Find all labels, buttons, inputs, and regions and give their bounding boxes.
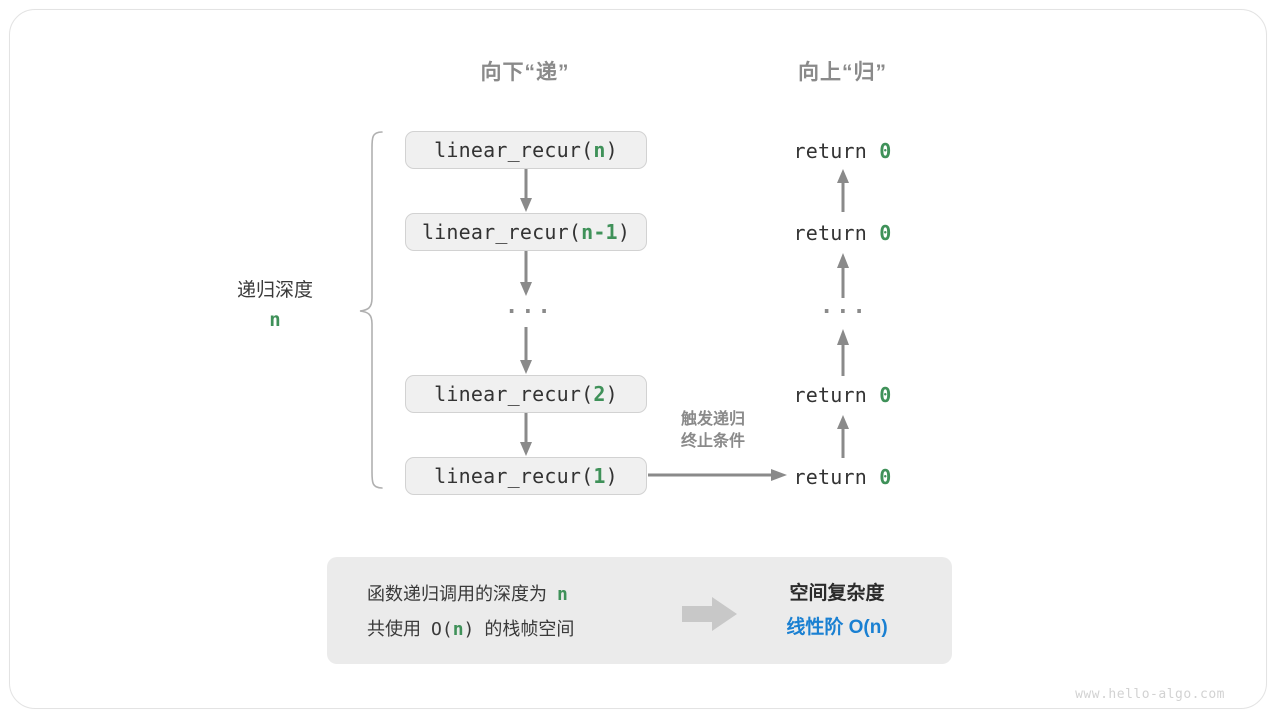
call-box-2-prefix: linear_recur(	[434, 382, 594, 406]
arrow-down-1	[520, 169, 532, 212]
call-box-2[interactable]: linear_recur(2)	[405, 375, 647, 413]
trigger-note-line2: 终止条件	[680, 433, 745, 450]
trigger-note-line1: 触发递归	[680, 411, 745, 428]
call-box-1-prefix: linear_recur(	[434, 464, 594, 488]
summary-line-2: 共使用 O(n) 的栈帧空间	[367, 612, 697, 647]
recursion-depth-text: 递归深度	[236, 280, 313, 301]
summary-line-2-pre: 共使用	[367, 619, 421, 639]
summary-line-2-var: n	[452, 619, 464, 640]
summary-complexity-title: 空间复杂度	[789, 583, 885, 604]
summary-line-2-tail: 的栈帧空间	[484, 619, 575, 639]
return-label-n: return 0	[735, 139, 950, 163]
watermark: www.hello-algo.com	[1075, 687, 1225, 702]
return-value-2: 0	[879, 383, 892, 407]
call-box-1-arg: 1	[593, 464, 606, 488]
arrow-up-3	[837, 329, 849, 376]
call-box-n[interactable]: linear_recur(n)	[405, 131, 647, 169]
call-box-n-minus-1-suffix: )	[617, 220, 631, 244]
recursion-depth-label: 递归深度 n	[210, 276, 340, 334]
trigger-termination-note: 触发递归 终止条件	[648, 409, 778, 453]
recursion-depth-brace	[359, 131, 383, 489]
call-box-n-minus-1[interactable]: linear_recur(n-1)	[405, 213, 647, 251]
call-box-1-suffix: )	[605, 464, 618, 488]
summary-right-text: 空间复杂度 线性阶 O(n)	[742, 577, 932, 645]
call-ellipsis: ···	[505, 300, 554, 325]
arrow-up-2	[837, 253, 849, 298]
return-keyword-2: return	[793, 383, 867, 407]
arrow-down-4	[520, 413, 532, 456]
call-box-n-minus-1-prefix: linear_recur(	[421, 220, 582, 244]
header-downward-recursion: 向下“递”	[480, 61, 570, 84]
return-value-n-minus-1: 0	[879, 221, 892, 245]
return-keyword-n-minus-1: return	[793, 221, 867, 245]
return-label-2: return 0	[735, 383, 950, 407]
return-value-n: 0	[879, 139, 892, 163]
summary-left-text: 函数递归调用的深度为 n 共使用 O(n) 的栈帧空间	[367, 577, 697, 647]
return-keyword-n: return	[793, 139, 867, 163]
summary-line-2-mid: O(	[431, 619, 453, 640]
return-label-n-minus-1: return 0	[735, 221, 950, 245]
call-box-n-suffix: )	[605, 138, 618, 162]
call-box-n-arg: n	[593, 138, 606, 162]
call-box-n-prefix: linear_recur(	[434, 138, 594, 162]
return-label-1: return 0	[735, 465, 950, 489]
call-box-2-suffix: )	[605, 382, 618, 406]
summary-line-1: 函数递归调用的深度为 n	[367, 577, 697, 612]
return-keyword-1: return	[793, 465, 867, 489]
summary-line-2-post: )	[463, 619, 475, 640]
arrow-right-base-case	[648, 469, 787, 481]
summary-line-1-text: 函数递归调用的深度为	[367, 584, 547, 604]
return-ellipsis: ···	[820, 300, 869, 325]
summary-panel: 函数递归调用的深度为 n 共使用 O(n) 的栈帧空间 空间复杂度 线性阶 O(…	[327, 557, 952, 664]
call-box-1[interactable]: linear_recur(1)	[405, 457, 647, 495]
call-box-2-arg: 2	[593, 382, 606, 406]
header-upward-return: 向上“归”	[798, 61, 887, 84]
summary-line-1-var: n	[557, 584, 568, 605]
call-box-n-minus-1-arg: n-1	[581, 220, 618, 244]
arrow-down-2	[520, 251, 532, 296]
return-value-1: 0	[879, 465, 892, 489]
arrow-up-4	[837, 415, 849, 458]
summary-complexity-value: 线性阶 O(n)	[786, 617, 888, 638]
arrow-down-3	[520, 327, 532, 374]
arrow-up-1	[837, 169, 849, 212]
right-block-arrow-icon	[682, 597, 737, 631]
recursion-depth-value: n	[269, 309, 281, 331]
